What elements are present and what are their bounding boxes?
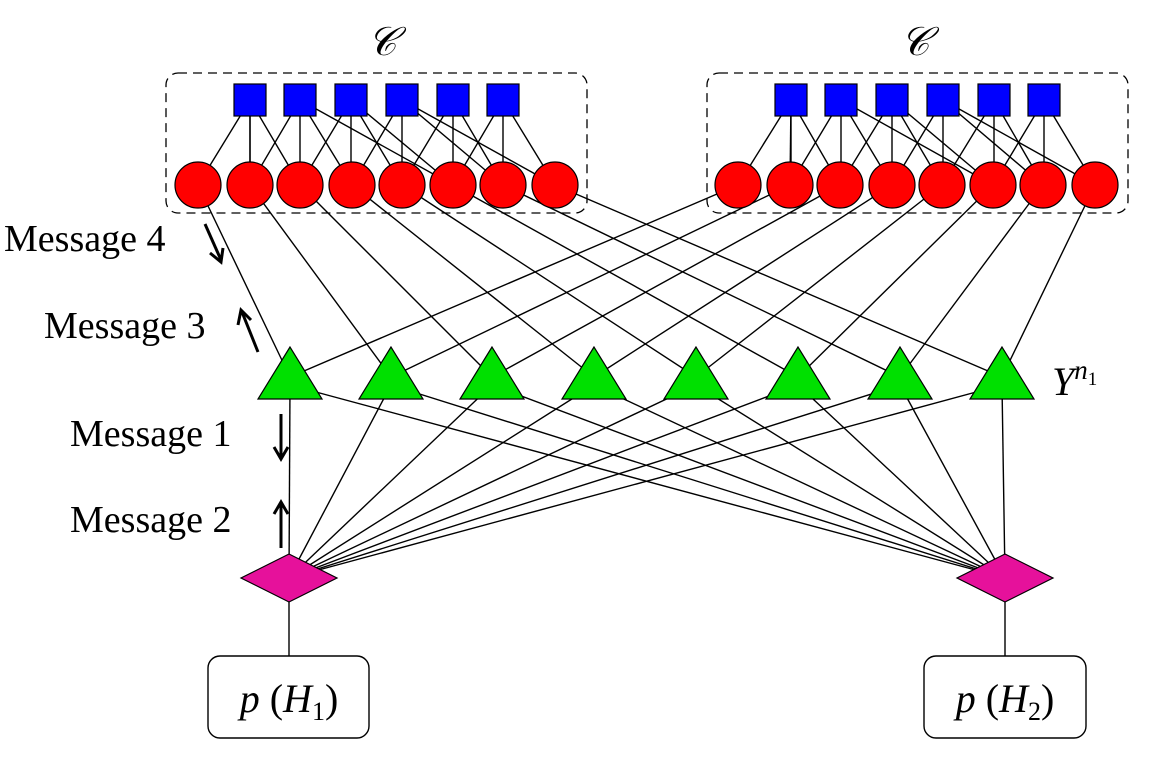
variable-node-right-6 [969, 161, 1017, 209]
variable-node-right-1 [714, 161, 762, 209]
prior-box-right [923, 655, 1087, 739]
observation-node-1 [256, 345, 324, 400]
check-node-left-5 [436, 83, 470, 117]
observation-node-5 [662, 345, 730, 400]
variable-node-left-2 [226, 161, 274, 209]
message-2-arrow [272, 499, 290, 548]
variable-node-right-5 [918, 161, 966, 209]
message-1-arrow [272, 414, 290, 462]
check-node-right-5 [977, 83, 1011, 117]
observation-node-8 [968, 345, 1036, 400]
observation-node-3 [458, 345, 526, 400]
prior-box-left [207, 655, 370, 739]
check-node-right-1 [774, 83, 808, 117]
message-4-label: Message 4 [4, 218, 165, 260]
message-3-label: Message 3 [44, 305, 205, 347]
check-node-left-3 [334, 83, 368, 117]
observation-nodes [256, 345, 1036, 400]
check-node-left-2 [283, 83, 317, 117]
variable-node-right-8 [1071, 161, 1119, 209]
prior-label-right: p (H2) [953, 676, 1055, 726]
observation-node-4 [560, 345, 628, 400]
prior-label-left: p (H1) [237, 676, 339, 726]
check-node-right-4 [926, 83, 960, 117]
observation-label: Yn1 [1052, 355, 1097, 404]
observation-node-2 [357, 345, 425, 400]
variable-node-right-7 [1019, 161, 1067, 209]
variable-node-left-7 [479, 161, 527, 209]
message-1-label: Message 1 [70, 413, 231, 455]
variable-node-right-3 [816, 161, 864, 209]
variable-node-left-6 [429, 161, 477, 209]
variable-node-left-4 [328, 161, 376, 209]
variable-node-left-8 [531, 161, 579, 209]
variable-node-left-1 [174, 161, 222, 209]
code-box-left [165, 72, 588, 214]
check-node-right-6 [1027, 83, 1061, 117]
variable-node-left-3 [276, 161, 324, 209]
check-node-right-3 [875, 83, 909, 117]
check-node-left-1 [233, 83, 267, 117]
hypothesis-nodes [239, 553, 1055, 603]
variable-node-right-4 [868, 161, 916, 209]
variable-node-left-5 [378, 161, 426, 209]
code-label-right: 𝒞 [900, 19, 939, 64]
observation-node-7 [866, 345, 934, 400]
hypothesis-node-2 [955, 553, 1055, 603]
message-3-arrow [236, 306, 260, 353]
message-4-arrow [203, 223, 225, 265]
variable-nodes [174, 161, 1119, 209]
check-node-left-4 [385, 83, 419, 117]
check-node-right-2 [824, 83, 858, 117]
message-2-label: Message 2 [70, 499, 231, 541]
check-node-left-6 [486, 83, 520, 117]
hypothesis-node-1 [239, 553, 339, 603]
observation-node-6 [764, 345, 832, 400]
code-label-left: 𝒞 [367, 19, 406, 64]
code-box-right [706, 72, 1129, 214]
variable-node-right-2 [766, 161, 814, 209]
check-nodes [233, 83, 1061, 117]
